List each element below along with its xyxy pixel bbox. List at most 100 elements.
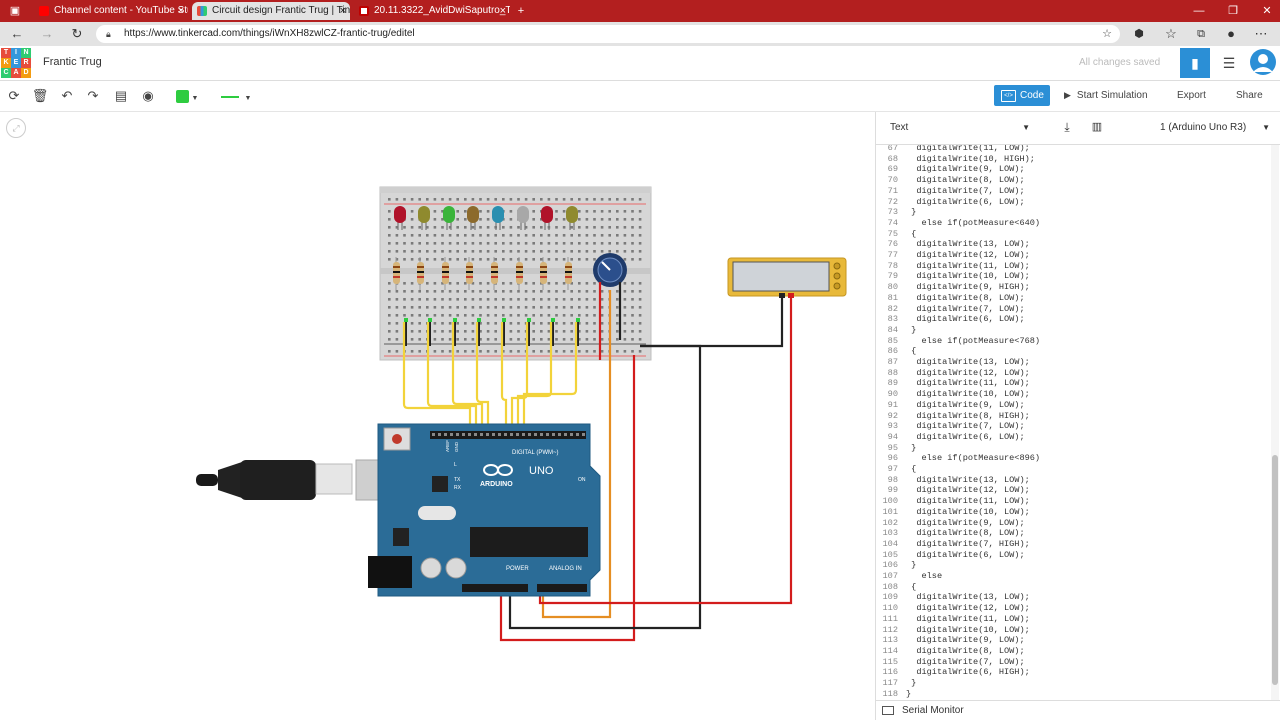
code-line[interactable]: 77 digitalWrite(12, LOW); <box>876 250 1030 261</box>
new-tab-button[interactable]: + <box>517 5 525 17</box>
led-row[interactable] <box>394 206 578 230</box>
ground-jumpers[interactable] <box>404 318 580 346</box>
code-line[interactable]: 112 digitalWrite(10, LOW); <box>876 625 1030 636</box>
export-button[interactable]: Export <box>1177 90 1206 101</box>
code-line[interactable]: 95 } <box>876 443 917 454</box>
close-window-icon[interactable]: ✕ <box>1262 5 1272 17</box>
download-icon[interactable]: ⤓ <box>1064 120 1070 134</box>
color-picker[interactable]: ▼ <box>172 87 202 105</box>
undo-icon[interactable]: ↶ <box>61 88 73 103</box>
back-icon[interactable]: ← <box>10 26 24 41</box>
led-signal-wires[interactable] <box>402 322 578 431</box>
code-line[interactable]: 117 } <box>876 678 917 689</box>
code-line[interactable]: 73 } <box>876 207 917 218</box>
code-line[interactable]: 102 digitalWrite(9, LOW); <box>876 518 1025 529</box>
code-line[interactable]: 92 digitalWrite(8, HIGH); <box>876 411 1030 422</box>
code-line[interactable]: 67 digitalWrite(11, LOW); <box>876 145 1030 154</box>
code-line[interactable]: 109 digitalWrite(13, LOW); <box>876 592 1030 603</box>
code-line[interactable]: 115 digitalWrite(7, LOW); <box>876 657 1025 668</box>
lcd-display[interactable] <box>727 257 847 298</box>
code-line[interactable]: 108 { <box>876 582 917 593</box>
code-line[interactable]: 100 digitalWrite(11, LOW); <box>876 496 1030 507</box>
code-line[interactable]: 97 { <box>876 464 917 475</box>
browser-tab-document[interactable]: 20.11.3322_AvidDwiSaputro_Tugas × <box>354 2 510 20</box>
arduino-uno-board[interactable]: ARDUINO UNO DIGITAL (PWM~) POWER ANALOG … <box>368 423 601 597</box>
share-button[interactable]: Share <box>1236 90 1263 101</box>
code-line[interactable]: 103 digitalWrite(8, LOW); <box>876 528 1025 539</box>
code-line[interactable]: 68 digitalWrite(10, HIGH); <box>876 154 1035 165</box>
resistor-row[interactable] <box>393 257 572 290</box>
browser-tab-tinkercad[interactable]: Circuit design Frantic Trug | Tinkercad … <box>192 2 350 20</box>
tinkercad-logo[interactable]: T I N K E R C A D <box>1 48 31 78</box>
code-line[interactable]: 116 digitalWrite(6, HIGH); <box>876 667 1030 678</box>
tab-actions-icon[interactable]: ▣ <box>9 5 21 17</box>
code-line[interactable]: 113 digitalWrite(9, LOW); <box>876 635 1025 646</box>
code-button[interactable]: </> Code <box>994 85 1050 106</box>
extension-icon[interactable]: ⬢ <box>1134 28 1144 40</box>
delete-icon[interactable]: 🗑︎ <box>31 88 49 103</box>
address-bar[interactable]: 🔒︎ https://www.tinkercad.com/things/iWnX… <box>96 25 1120 43</box>
forward-icon[interactable]: → <box>40 26 54 41</box>
code-line[interactable]: 85 else if(potMeasure<768) <box>876 336 1040 347</box>
serial-monitor-bar[interactable]: Serial Monitor <box>876 700 1280 721</box>
editor-scrollbar[interactable] <box>1271 145 1279 700</box>
code-mode-select[interactable]: Text ▼ <box>876 118 1036 138</box>
circuit-drawing[interactable]: ARDUINO UNO DIGITAL (PWM~) POWER ANALOG … <box>0 112 874 720</box>
code-line[interactable]: 101 digitalWrite(10, LOW); <box>876 507 1030 518</box>
code-line[interactable]: 86 { <box>876 346 917 357</box>
more-menu-icon[interactable]: ⋯ <box>1254 26 1268 41</box>
close-tab-icon[interactable]: × <box>499 5 506 17</box>
code-line[interactable]: 81 digitalWrite(8, LOW); <box>876 293 1025 304</box>
code-line[interactable]: 78 digitalWrite(11, LOW); <box>876 261 1030 272</box>
line-style-picker[interactable]: ▼ <box>216 87 256 105</box>
collections-icon[interactable]: ⧉ <box>1197 28 1205 40</box>
code-line[interactable]: 84 } <box>876 325 917 336</box>
component-list-icon[interactable]: ☰ <box>1222 55 1236 71</box>
profile-icon[interactable]: ● <box>1227 26 1235 41</box>
code-line[interactable]: 87 digitalWrite(13, LOW); <box>876 357 1030 368</box>
code-line[interactable]: 89 digitalWrite(11, LOW); <box>876 378 1030 389</box>
close-tab-icon[interactable]: × <box>339 5 346 17</box>
code-editor[interactable]: 67 digitalWrite(11, LOW);68 digitalWrite… <box>876 145 1268 700</box>
potentiometer[interactable] <box>593 253 627 287</box>
code-line[interactable]: 71 digitalWrite(7, LOW); <box>876 186 1025 197</box>
minimize-icon[interactable]: — <box>1193 5 1205 17</box>
code-line[interactable]: 74 else if(potMeasure<640) <box>876 218 1040 229</box>
browser-tab-youtube-studio[interactable]: Channel content - YouTube Studio × <box>34 2 188 20</box>
code-line[interactable]: 69 digitalWrite(9, LOW); <box>876 164 1025 175</box>
favorites-icon[interactable]: ☆ <box>1165 26 1177 41</box>
circuit-view-icon[interactable]: ▮ <box>1180 48 1210 78</box>
code-line[interactable]: 94 digitalWrite(6, LOW); <box>876 432 1025 443</box>
code-line[interactable]: 90 digitalWrite(10, LOW); <box>876 389 1030 400</box>
code-line[interactable]: 105 digitalWrite(6, LOW); <box>876 550 1025 561</box>
code-line[interactable]: 96 else if(potMeasure<896) <box>876 453 1040 464</box>
code-line[interactable]: 104 digitalWrite(7, HIGH); <box>876 539 1030 550</box>
library-icon[interactable]: ▥ <box>1091 121 1103 133</box>
code-line[interactable]: 93 digitalWrite(7, LOW); <box>876 421 1025 432</box>
code-line[interactable]: 106 } <box>876 560 917 571</box>
code-line[interactable]: 83 digitalWrite(6, LOW); <box>876 314 1025 325</box>
start-simulation-button[interactable]: ▶Start Simulation <box>1064 90 1148 101</box>
code-line[interactable]: 88 digitalWrite(12, LOW); <box>876 368 1030 379</box>
code-line[interactable]: 70 digitalWrite(8, LOW); <box>876 175 1025 186</box>
code-line[interactable]: 114 digitalWrite(8, LOW); <box>876 646 1025 657</box>
code-line[interactable]: 82 digitalWrite(7, LOW); <box>876 304 1025 315</box>
code-line[interactable]: 110 digitalWrite(12, LOW); <box>876 603 1030 614</box>
visibility-icon[interactable]: ◉ <box>142 88 154 103</box>
code-line[interactable]: 79 digitalWrite(10, LOW); <box>876 271 1030 282</box>
code-line[interactable]: 98 digitalWrite(13, LOW); <box>876 475 1030 486</box>
reload-icon[interactable]: ↻ <box>71 26 83 41</box>
close-tab-icon[interactable]: × <box>177 5 184 17</box>
redo-icon[interactable]: ↷ <box>87 88 99 103</box>
scrollbar-thumb[interactable] <box>1272 455 1278 685</box>
code-line[interactable]: 91 digitalWrite(9, LOW); <box>876 400 1025 411</box>
rotate-icon[interactable]: ⟳ <box>8 88 20 103</box>
favorite-star-icon[interactable]: ☆ <box>1102 28 1112 40</box>
code-line[interactable]: 118} <box>876 689 912 700</box>
device-select[interactable]: 1 (Arduino Uno R3) ▼ <box>1146 118 1276 138</box>
user-avatar[interactable] <box>1248 48 1278 78</box>
maximize-icon[interactable]: ❐ <box>1228 5 1238 17</box>
code-line[interactable]: 80 digitalWrite(9, HIGH); <box>876 282 1030 293</box>
code-line[interactable]: 72 digitalWrite(6, LOW); <box>876 197 1025 208</box>
project-title[interactable]: Frantic Trug <box>43 56 102 68</box>
